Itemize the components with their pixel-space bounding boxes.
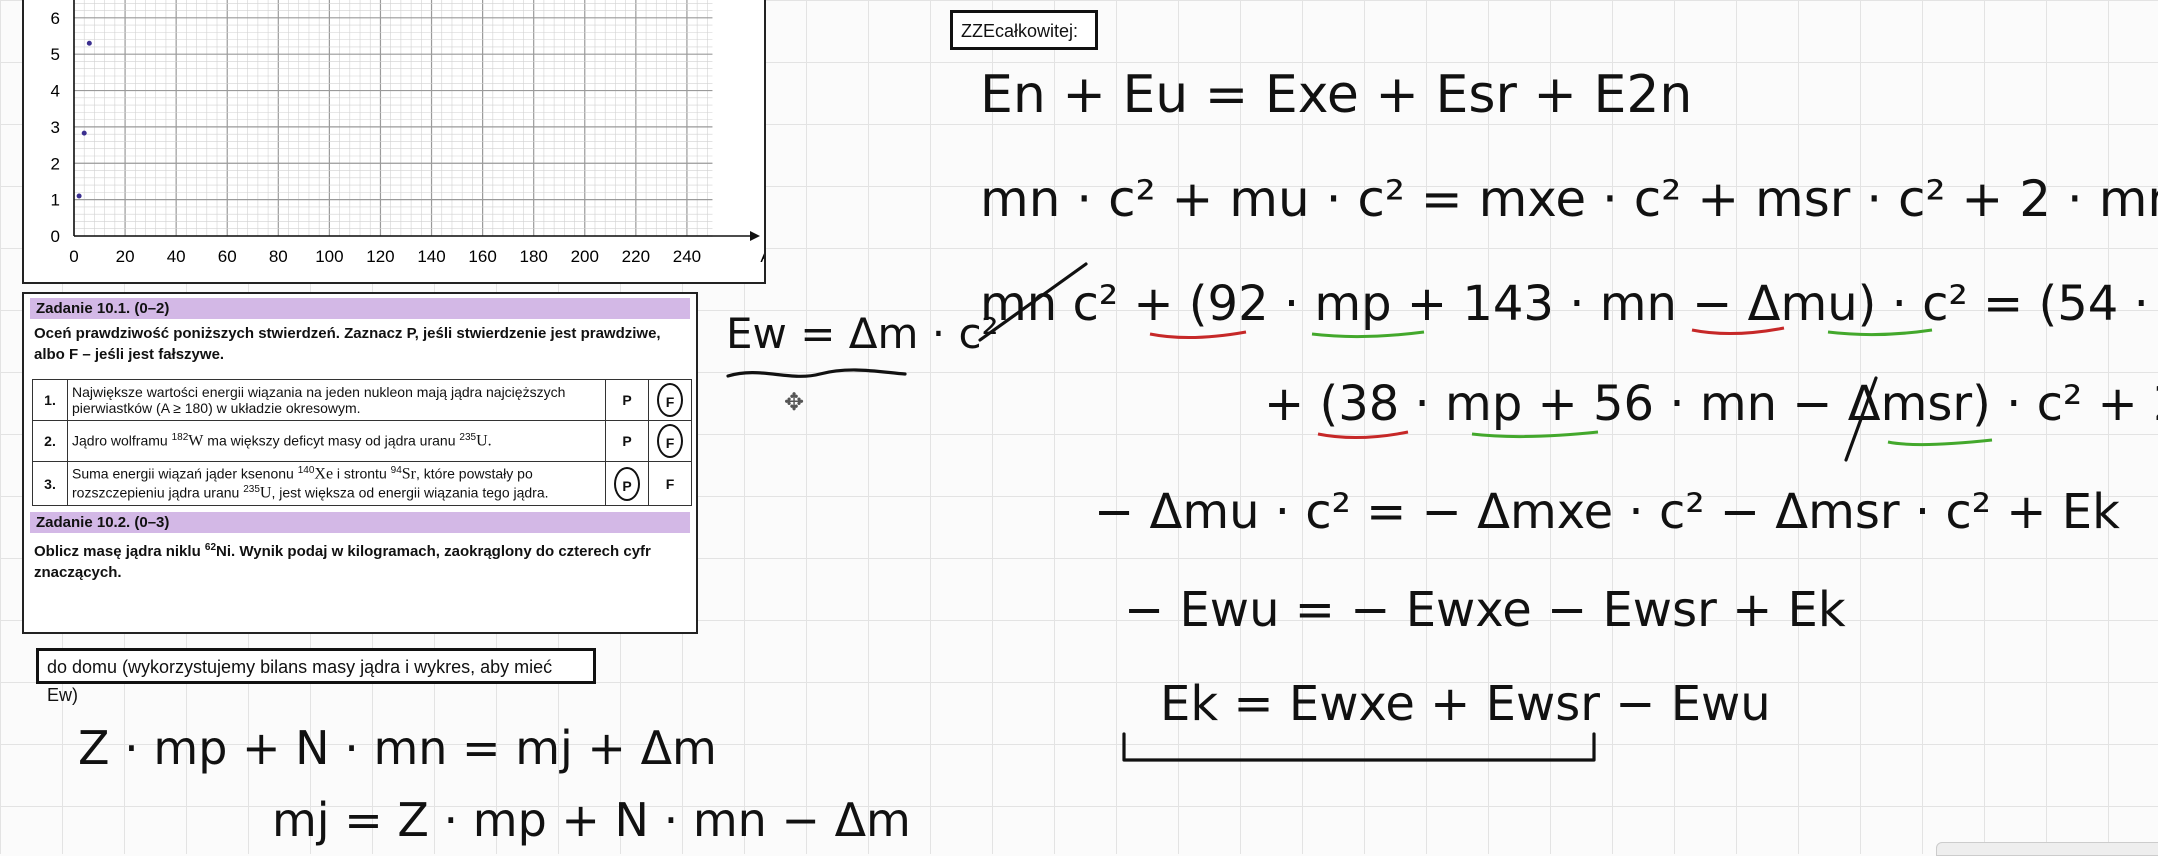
equation-1: En + Eu = Exe + Esr + E2n [980, 65, 1692, 125]
strike-through-stroke [1844, 376, 1878, 462]
data-point [81, 130, 87, 136]
equation-5: − Δmu · c² = − Δmxe · c² − Δmsr · c² + E… [1094, 484, 2120, 540]
red-underline [1691, 326, 1785, 336]
answer-p-option[interactable]: P [605, 460, 649, 507]
x-tick-label: 40 [167, 247, 186, 266]
red-underline [1149, 330, 1247, 340]
y-tick-label: 5 [51, 45, 60, 64]
y-tick-label: 1 [51, 191, 60, 210]
answer-f-option[interactable]: F [648, 420, 692, 462]
x-tick-label: 80 [269, 247, 288, 266]
green-underline [1887, 438, 1993, 447]
x-tick-label: 100 [315, 247, 343, 266]
green-underline [1311, 330, 1425, 339]
mass-balance-1: Z · mp + N · mn = mj + Δm [78, 721, 717, 775]
mass-balance-2: mj = Z · mp + N · mn − Δm [272, 793, 911, 847]
binding-energy-formula: Ew = Δm · c² [726, 309, 998, 358]
result-bracket [1122, 732, 1596, 762]
task-10-2-heading: Zadanie 10.2. (0–3) [30, 512, 690, 534]
green-underline [1827, 328, 1933, 337]
chart-panel: 0 20 40 60 80 100 120 140 160 180 200 220 240 0 1 2 3 4 5 6… [22, 0, 772, 284]
task-panel: Zadanie 10.1. (0–2) Oceń prawdziwość pon… [22, 292, 698, 634]
circled-answer: F [657, 424, 683, 458]
y-tick-label: 4 [51, 82, 60, 101]
circled-answer: F [657, 383, 683, 417]
statements-table: 1. Największe wartości energii wiązania … [32, 379, 692, 507]
red-underline [1317, 430, 1409, 440]
statement-text: Suma energii wiązań jąder ksenonu 140Xe … [67, 460, 606, 507]
binding-energy-chart: 0 20 40 60 80 100 120 140 160 180 200 220 240 0 1 2 3 4 5 6… [51, 0, 772, 266]
green-underline [1471, 430, 1599, 439]
y-tick-label: 0 [51, 227, 60, 246]
task-10-1-heading: Zadanie 10.1. (0–2) [30, 298, 690, 319]
equation-7: Ek = Ewxe + Ewsr − Ewu [1160, 676, 1771, 732]
task-10-2-prompt: Oblicz masę jądra niklu 62Ni. Wynik poda… [34, 542, 651, 582]
x-tick-label: 220 [622, 247, 650, 266]
move-cursor-icon: ✥ [784, 389, 805, 416]
y-tick-label: 2 [51, 154, 60, 173]
data-point [76, 193, 82, 199]
x-tick-label: 240 [673, 247, 701, 266]
x-tick-label: 200 [571, 247, 599, 266]
equation-3: mn c² + (92 · mp + 143 · mn − Δmu) · c² … [980, 276, 2158, 332]
table-row: 2. Jądro wolframu 182W ma większy deficy… [32, 420, 692, 462]
equation-2: mn · c² + mu · c² = mxe · c² + msr · c² … [980, 170, 2158, 228]
equation-6: − Ewu = − Ewxe − Ewsr + Ek [1124, 582, 1846, 638]
x-tick-label: 20 [116, 247, 135, 266]
circled-answer: P [614, 466, 640, 501]
equation-4: + (38 · mp + 56 · mn − Δmsr) · c² + 2 mn… [1264, 376, 2158, 432]
underline-stroke [726, 368, 907, 378]
y-tick-label: 3 [51, 118, 60, 137]
x-tick-label: 60 [218, 247, 237, 266]
statement-number: 2. [32, 420, 68, 462]
table-row: 1. Największe wartości energii wiązania … [32, 379, 692, 421]
strike-through-stroke [978, 262, 1088, 342]
x-tick-label: 160 [468, 247, 496, 266]
statement-text: Jądro wolframu 182W ma większy deficyt m… [67, 420, 606, 462]
table-row: 3. Suma energii wiązań jąder ksenonu 140… [32, 460, 692, 507]
x-tick-label: 140 [417, 247, 445, 266]
x-tick-label: 0 [69, 247, 78, 266]
x-tick-label: 180 [520, 247, 548, 266]
x-tick-label: 120 [366, 247, 394, 266]
y-tick-label: 6 [51, 9, 60, 28]
x-axis-arrow [750, 231, 760, 241]
zze-label: ZZEcałkowitej: [950, 10, 1098, 50]
answer-p-option[interactable]: P [605, 379, 649, 421]
answer-f-option[interactable]: F [648, 379, 692, 421]
statement-text: Największe wartości energii wiązania na … [67, 379, 606, 421]
answer-f-option[interactable]: F [648, 460, 692, 507]
task-10-1-prompt: Oceń prawdziwość poniższych stwierdzeń. … [34, 325, 661, 363]
homework-note: do domu (wykorzystujemy bilans masy jądr… [36, 648, 596, 705]
data-point [86, 40, 92, 46]
